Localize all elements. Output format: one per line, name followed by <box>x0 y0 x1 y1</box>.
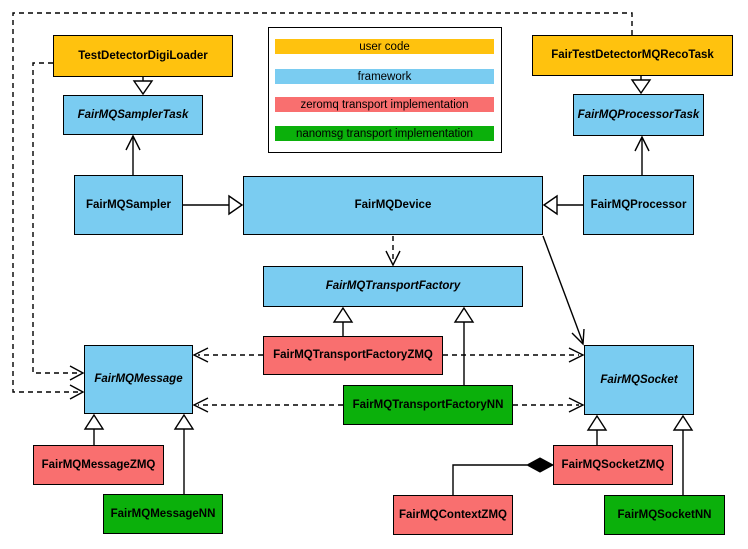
node-fairmqcontextzmq: FairMQContextZMQ <box>393 495 513 535</box>
edge-factorynn-factory <box>453 306 475 385</box>
edge-digiloader-message <box>32 62 85 381</box>
edge-factoryzmq-message <box>192 347 263 363</box>
node-fairmqprocessortask: FairMQProcessorTask <box>573 94 704 136</box>
node-label: FairMQMessage <box>94 373 183 386</box>
node-fairmqtransportfactorynn: FairMQTransportFactoryNN <box>343 385 513 425</box>
node-label: FairMQMessageNN <box>110 507 216 520</box>
edge-digiloader-samplertask <box>132 77 154 96</box>
node-fairmqdevice: FairMQDevice <box>243 176 543 235</box>
node-label: FairMQTransportFactoryNN <box>352 398 504 411</box>
node-fairmqtransportfactoryzmq: FairMQTransportFactoryZMQ <box>263 336 443 375</box>
node-label: FairMQMessageZMQ <box>41 458 156 471</box>
edge-processor-device <box>542 194 583 216</box>
edge-sampler-device <box>183 194 244 216</box>
node-label: FairMQTransportFactoryZMQ <box>273 349 433 362</box>
edge-socketzmq-contextzmq <box>452 457 555 495</box>
node-fairmqmessage: FairMQMessage <box>84 345 193 414</box>
edge-socketnn-socket <box>672 414 694 495</box>
node-label: FairMQContextZMQ <box>399 508 507 521</box>
node-fairmqsocketnn: FairMQSocketNN <box>604 495 725 535</box>
node-label: FairMQSocketNN <box>617 508 712 521</box>
node-label: FairMQSampler <box>86 198 171 211</box>
node-fairmqsocket: FairMQSocket <box>584 345 694 415</box>
node-testdetectordigiloader: TestDetectorDigiLoader <box>53 35 233 77</box>
node-label: FairMQSamplerTask <box>77 108 189 121</box>
node-label: TestDetectorDigiLoader <box>78 49 208 62</box>
edge-socketzmq-socket <box>586 414 608 445</box>
node-label: FairMQTransportFactory <box>325 280 461 293</box>
legend-label: framework <box>357 70 412 83</box>
edge-factoryzmq-factory <box>332 306 354 336</box>
edge-messagezmq-message <box>83 413 105 445</box>
legend-label: zeromq transport implementation <box>300 98 469 111</box>
node-label: FairTestDetectorMQRecoTask <box>551 49 714 62</box>
edge-processor-processortask <box>634 135 650 175</box>
node-fairmqtransportfactory: FairMQTransportFactory <box>263 266 523 307</box>
legend-item-framework: framework <box>275 69 494 84</box>
node-fairmqsocketzmq: FairMQSocketZMQ <box>553 445 673 485</box>
node-label: FairMQSocketZMQ <box>561 458 665 471</box>
edge-sampler-samplertask <box>125 134 141 175</box>
node-fairmqsamplertask: FairMQSamplerTask <box>63 95 203 135</box>
edge-factorynn-message <box>192 397 343 413</box>
node-label: FairMQProcessorTask <box>577 108 700 121</box>
node-fairmqsampler: FairMQSampler <box>74 175 183 235</box>
edge-messagenn-message <box>173 413 195 494</box>
legend-label: nanomsg transport implementation <box>295 127 474 140</box>
legend-item-user-code: user code <box>275 39 494 54</box>
node-fairmqprocessor: FairMQProcessor <box>583 175 694 235</box>
legend-item-nanomsg: nanomsg transport implementation <box>275 126 494 141</box>
legend-panel: user code framework zeromq transport imp… <box>268 27 502 153</box>
node-fairmqmessagezmq: FairMQMessageZMQ <box>33 445 164 485</box>
edge-factoryzmq-socket <box>443 347 585 363</box>
node-fairmqmessagenn: FairMQMessageNN <box>103 494 223 534</box>
edge-recotask-message <box>12 12 633 400</box>
node-label: FairMQDevice <box>354 199 432 212</box>
node-label: FairMQSocket <box>600 373 678 386</box>
edge-device-socket <box>542 235 585 346</box>
legend-label: user code <box>359 40 410 53</box>
edge-device-factory <box>385 236 401 267</box>
edge-recotask-processortask <box>630 76 652 95</box>
node-fairtestdetectormqrecotask: FairTestDetectorMQRecoTask <box>532 35 733 76</box>
node-label: FairMQProcessor <box>590 198 687 211</box>
edge-factorynn-socket <box>513 397 585 413</box>
legend-item-zeromq: zeromq transport implementation <box>275 97 494 112</box>
